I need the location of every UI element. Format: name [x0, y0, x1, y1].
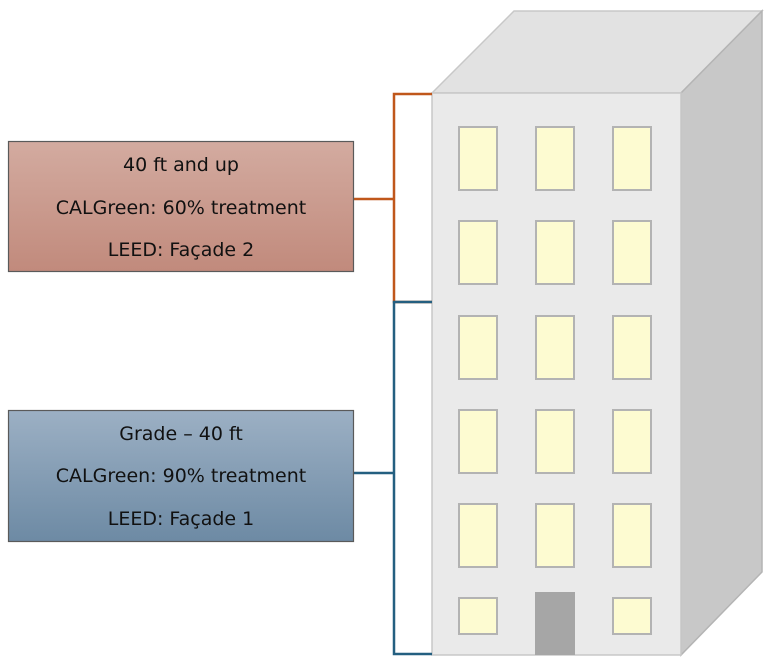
window — [458, 220, 498, 285]
window — [535, 315, 575, 380]
window — [612, 220, 652, 285]
lower-zone-box — [7, 409, 355, 543]
window — [458, 503, 498, 568]
upper-zone-calgreen: CALGreen: 60% treatment — [56, 197, 306, 219]
window — [535, 503, 575, 568]
building-side — [680, 9, 763, 657]
building-door — [535, 592, 575, 655]
upper-zone-height: 40 ft and up — [123, 154, 239, 176]
window — [612, 409, 652, 474]
lower-zone-calgreen: CALGreen: 90% treatment — [56, 465, 306, 487]
window — [458, 126, 498, 191]
window — [458, 315, 498, 380]
lower-zone-label: Grade – 40 ft CALGreen: 90% treatment LE… — [7, 409, 355, 543]
window — [458, 409, 498, 474]
window — [535, 409, 575, 474]
lower-zone-height: Grade – 40 ft — [119, 423, 243, 445]
window — [612, 126, 652, 191]
upper-zone-bracket — [354, 92, 432, 304]
window — [458, 597, 498, 635]
upper-zone-label: 40 ft and up CALGreen: 60% treatment LEE… — [7, 140, 355, 273]
lower-zone-bracket — [354, 300, 432, 656]
building-windows — [458, 126, 652, 635]
window — [612, 503, 652, 568]
window — [535, 126, 575, 191]
window — [612, 315, 652, 380]
window — [535, 220, 575, 285]
upper-zone-box — [7, 140, 355, 273]
window — [612, 597, 652, 635]
lower-zone-leed: LEED: Façade 1 — [108, 508, 254, 530]
upper-zone-leed: LEED: Façade 2 — [108, 239, 254, 261]
building — [430, 9, 764, 657]
